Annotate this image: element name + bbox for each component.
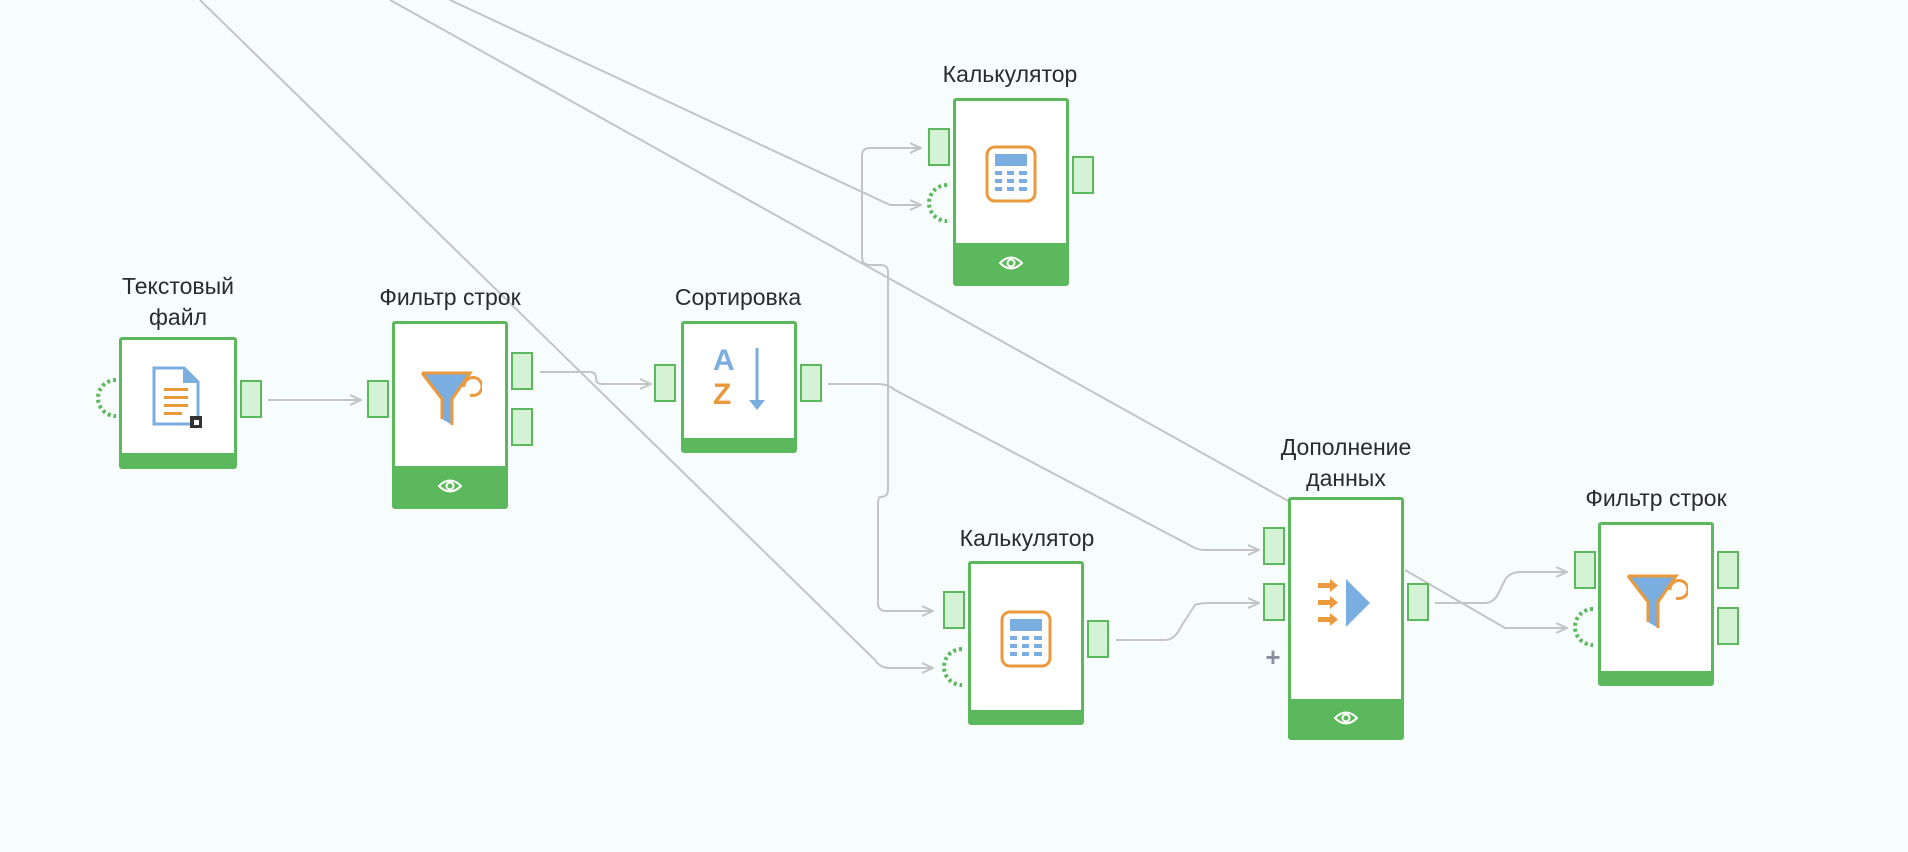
output-port-match[interactable] bbox=[511, 352, 533, 390]
link-calc-append bbox=[1116, 603, 1258, 641]
link-filter1-sort bbox=[540, 371, 650, 384]
link-offscreen-to-calc-top bbox=[449, 0, 920, 205]
input-port[interactable] bbox=[943, 591, 965, 629]
link-offscreen-to-append bbox=[389, 0, 1291, 503]
output-port[interactable] bbox=[800, 364, 822, 402]
node-card[interactable]: A Z bbox=[681, 321, 797, 453]
output-port[interactable] bbox=[1072, 156, 1094, 194]
output-port[interactable] bbox=[1087, 620, 1109, 658]
node-card[interactable] bbox=[392, 321, 508, 509]
link-append-filter2-a bbox=[1435, 572, 1566, 604]
node-status-strip bbox=[971, 710, 1081, 722]
link-sort-append bbox=[877, 383, 1258, 550]
output-port[interactable] bbox=[1407, 583, 1429, 621]
sort-arrow-icon bbox=[749, 347, 765, 410]
optional-input-port[interactable] bbox=[927, 183, 949, 223]
link-sort-calc-top bbox=[861, 148, 920, 384]
output-port-nonmatch[interactable] bbox=[1717, 607, 1739, 645]
output-port-match[interactable] bbox=[1717, 551, 1739, 589]
node-title: Калькулятор bbox=[959, 525, 1095, 551]
output-port-nonmatch[interactable] bbox=[511, 408, 533, 446]
node-status-strip bbox=[684, 438, 794, 450]
link-append-filter2-b bbox=[1404, 569, 1566, 628]
link-offscreen-to-calc-bottom bbox=[199, 0, 932, 668]
node-title: Дополнение данных bbox=[1256, 432, 1436, 494]
funnel-icon bbox=[395, 324, 505, 469]
node-title-line1: Дополнение bbox=[1280, 434, 1412, 460]
eye-icon bbox=[438, 479, 462, 493]
add-port-icon[interactable]: + bbox=[1265, 642, 1281, 672]
eye-icon bbox=[999, 256, 1023, 270]
append-data-icon bbox=[1291, 500, 1401, 705]
text-file-icon bbox=[122, 340, 234, 453]
funnel-icon bbox=[1601, 525, 1711, 675]
node-card[interactable] bbox=[968, 561, 1084, 725]
sort-letter-a: A bbox=[713, 343, 735, 377]
input-port[interactable] bbox=[928, 128, 950, 166]
node-title: Сортировка bbox=[674, 284, 802, 310]
optional-input-port[interactable] bbox=[942, 647, 964, 687]
node-title: Фильтр строк bbox=[379, 284, 521, 310]
input-port[interactable] bbox=[654, 364, 676, 402]
node-title-line2: данных bbox=[1306, 465, 1386, 491]
node-card[interactable] bbox=[1598, 522, 1714, 686]
optional-input-port[interactable] bbox=[96, 378, 118, 418]
node-title: Фильтр строк bbox=[1585, 485, 1727, 511]
node-title: Текстовый файл bbox=[98, 271, 258, 333]
preview-button[interactable] bbox=[1291, 699, 1401, 737]
node-card[interactable] bbox=[119, 337, 237, 469]
input-port[interactable] bbox=[1574, 551, 1596, 589]
output-port[interactable] bbox=[240, 380, 262, 418]
node-title: Калькулятор bbox=[942, 61, 1078, 87]
eye-icon bbox=[1334, 711, 1358, 725]
input-port-1[interactable] bbox=[1263, 527, 1285, 565]
node-title-line2: файл bbox=[149, 304, 207, 330]
sort-letter-z: Z bbox=[713, 377, 732, 411]
calculator-icon bbox=[971, 564, 1081, 714]
calculator-icon bbox=[956, 101, 1066, 246]
node-title-line1: Текстовый bbox=[121, 273, 235, 299]
node-card[interactable] bbox=[953, 98, 1069, 286]
sort-az-icon: A Z bbox=[684, 324, 794, 439]
preview-button[interactable] bbox=[395, 466, 505, 506]
input-port[interactable] bbox=[367, 380, 389, 418]
optional-input-port[interactable] bbox=[1573, 607, 1595, 647]
node-status-strip bbox=[122, 453, 234, 466]
preview-button[interactable] bbox=[956, 243, 1066, 283]
link-sort-calc-bottom bbox=[877, 384, 932, 611]
node-card[interactable] bbox=[1288, 497, 1404, 740]
node-status-strip bbox=[1601, 671, 1711, 683]
input-port-2[interactable] bbox=[1263, 583, 1285, 621]
